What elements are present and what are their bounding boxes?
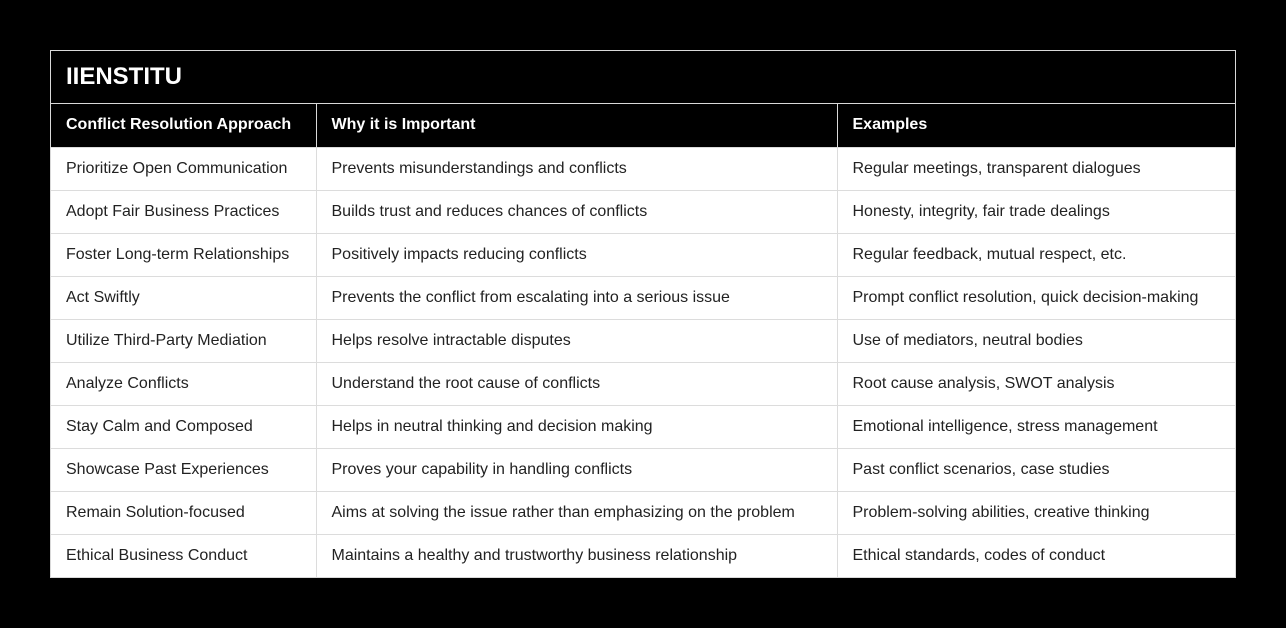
table-title: IIENSTITU [51,51,1235,104]
cell-approach: Prioritize Open Communication [51,146,316,190]
table-row: Stay Calm and Composed Helps in neutral … [51,404,1235,448]
cell-importance: Proves your capability in handling confl… [315,447,837,491]
data-table: Conflict Resolution Approach Why it is I… [51,104,1235,577]
column-header-importance: Why it is Important [315,104,837,147]
table-row: Foster Long-term Relationships Positivel… [51,232,1235,276]
column-header-examples: Examples [836,104,1235,147]
cell-examples: Regular feedback, mutual respect, etc. [836,232,1235,276]
cell-importance: Builds trust and reduces chances of conf… [315,189,837,233]
cell-approach: Foster Long-term Relationships [51,232,316,276]
cell-examples: Past conflict scenarios, case studies [836,447,1235,491]
column-header-approach: Conflict Resolution Approach [51,104,316,147]
cell-examples: Problem-solving abilities, creative thin… [836,490,1235,534]
table-row: Analyze Conflicts Understand the root ca… [51,361,1235,405]
cell-approach: Remain Solution-focused [51,490,316,534]
cell-importance: Understand the root cause of conflicts [315,361,837,405]
table-row: Prioritize Open Communication Prevents m… [51,146,1235,190]
table-row: Adopt Fair Business Practices Builds tru… [51,189,1235,233]
cell-examples: Prompt conflict resolution, quick decisi… [836,275,1235,319]
cell-approach: Showcase Past Experiences [51,447,316,491]
header-row: Conflict Resolution Approach Why it is I… [51,104,1235,147]
cell-examples: Ethical standards, codes of conduct [836,533,1235,577]
cell-approach: Adopt Fair Business Practices [51,189,316,233]
cell-approach: Utilize Third-Party Mediation [51,318,316,362]
table-row: Act Swiftly Prevents the conflict from e… [51,275,1235,319]
cell-approach: Stay Calm and Composed [51,404,316,448]
table-row: Showcase Past Experiences Proves your ca… [51,447,1235,491]
table-row: Ethical Business Conduct Maintains a hea… [51,533,1235,577]
cell-approach: Ethical Business Conduct [51,533,316,577]
cell-importance: Prevents the conflict from escalating in… [315,275,837,319]
cell-examples: Honesty, integrity, fair trade dealings [836,189,1235,233]
cell-examples: Use of mediators, neutral bodies [836,318,1235,362]
cell-importance: Maintains a healthy and trustworthy busi… [315,533,837,577]
cell-importance: Helps in neutral thinking and decision m… [315,404,837,448]
cell-examples: Regular meetings, transparent dialogues [836,146,1235,190]
cell-importance: Aims at solving the issue rather than em… [315,490,837,534]
cell-examples: Emotional intelligence, stress managemen… [836,404,1235,448]
cell-approach: Analyze Conflicts [51,361,316,405]
cell-importance: Positively impacts reducing conflicts [315,232,837,276]
conflict-resolution-table: IIENSTITU Conflict Resolution Approach W… [50,50,1236,578]
cell-importance: Prevents misunderstandings and conflicts [315,146,837,190]
cell-approach: Act Swiftly [51,275,316,319]
table-row: Utilize Third-Party Mediation Helps reso… [51,318,1235,362]
cell-examples: Root cause analysis, SWOT analysis [836,361,1235,405]
cell-importance: Helps resolve intractable disputes [315,318,837,362]
table-row: Remain Solution-focused Aims at solving … [51,490,1235,534]
